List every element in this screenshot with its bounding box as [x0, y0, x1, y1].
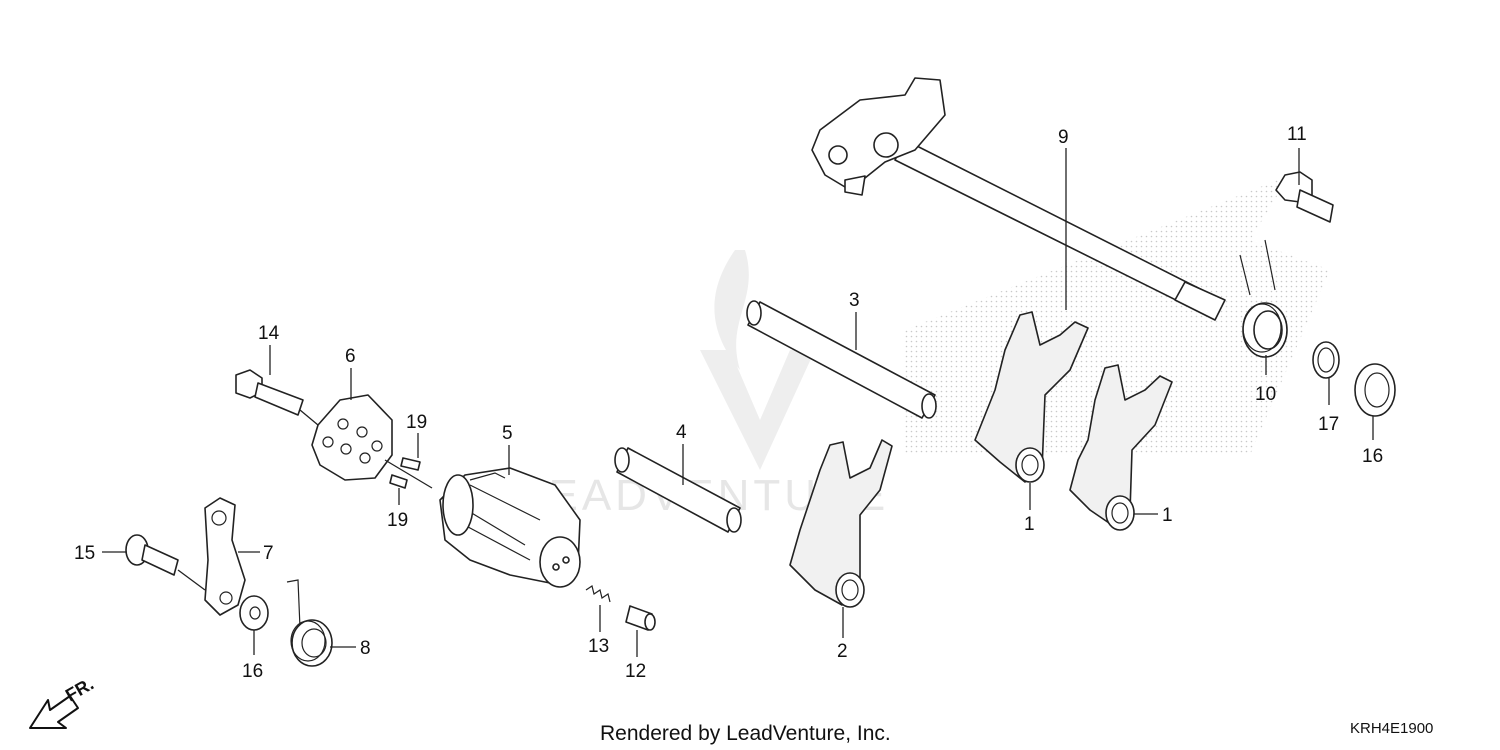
part-9-gearshift-spindle[interactable] — [811, 77, 1226, 321]
part-3-fork-shaft[interactable] — [746, 300, 937, 419]
label-part-10[interactable]: 10 — [1255, 384, 1276, 405]
label-part-9[interactable]: 9 — [1058, 127, 1069, 148]
label-part-18[interactable]: 17 — [1318, 414, 1339, 435]
label-part-16[interactable]: 16 — [242, 661, 263, 682]
label-part-19-bottom[interactable]: 19 — [387, 510, 408, 531]
part-13-spring[interactable] — [585, 585, 611, 603]
label-part-15[interactable]: 15 — [74, 543, 95, 564]
part-1-shift-fork-b[interactable] — [1069, 364, 1173, 531]
part-15-bolt[interactable] — [125, 534, 206, 591]
label-part-3[interactable]: 3 — [849, 290, 860, 311]
part-number-labels: 9 11 10 17 16 3 4 5 6 14 19 19 7 15 16 8… — [74, 124, 1383, 682]
part-2-shift-fork[interactable] — [789, 439, 893, 608]
part-16-washer[interactable] — [239, 595, 269, 631]
part-7-stopper-arm[interactable] — [204, 497, 246, 616]
leadventure-logo-watermark — [700, 250, 815, 470]
part-5-shift-drum[interactable] — [439, 467, 581, 588]
label-part-5[interactable]: 5 — [502, 423, 513, 444]
label-part-1-right[interactable]: 1 — [1162, 505, 1173, 526]
pin-to-drum-line — [384, 459, 433, 489]
front-direction-arrow: FR. — [29, 674, 97, 729]
render-credit: Rendered by LeadVenture, Inc. — [600, 722, 891, 745]
label-part-7[interactable]: 7 — [263, 543, 274, 564]
label-part-4[interactable]: 4 — [676, 422, 687, 443]
part-12-pin[interactable] — [625, 605, 656, 631]
label-part-6[interactable]: 6 — [345, 346, 356, 367]
label-part-13[interactable]: 13 — [588, 636, 609, 657]
label-part-17[interactable]: 16 — [1362, 446, 1383, 467]
part-1-shift-fork-a[interactable] — [974, 311, 1089, 483]
label-part-2[interactable]: 2 — [837, 641, 848, 662]
part-19-dowel-pin-b[interactable] — [389, 474, 408, 489]
label-part-12[interactable]: 12 — [625, 661, 646, 682]
part-11-bolt[interactable] — [1275, 171, 1334, 223]
leader-lines — [102, 148, 1374, 657]
part-10-return-spring[interactable] — [1239, 239, 1288, 358]
part-17-washer[interactable] — [1354, 363, 1396, 417]
part-19-dowel-pin-a[interactable] — [400, 457, 421, 471]
label-part-19-top[interactable]: 19 — [406, 412, 427, 433]
part-18-circlip[interactable] — [1312, 341, 1340, 379]
part-14-bolt[interactable] — [235, 369, 319, 426]
label-part-11[interactable]: 11 — [1287, 124, 1307, 145]
label-part-1-left[interactable]: 1 — [1024, 514, 1035, 535]
label-part-8[interactable]: 8 — [360, 638, 371, 659]
part-8-stopper-spring[interactable] — [286, 579, 333, 667]
part-6-drum-center[interactable] — [311, 394, 393, 481]
diagram-code: KRH4E1900 — [1350, 720, 1433, 737]
label-part-14[interactable]: 14 — [258, 323, 280, 344]
part-4-fork-shaft[interactable] — [614, 447, 742, 533]
